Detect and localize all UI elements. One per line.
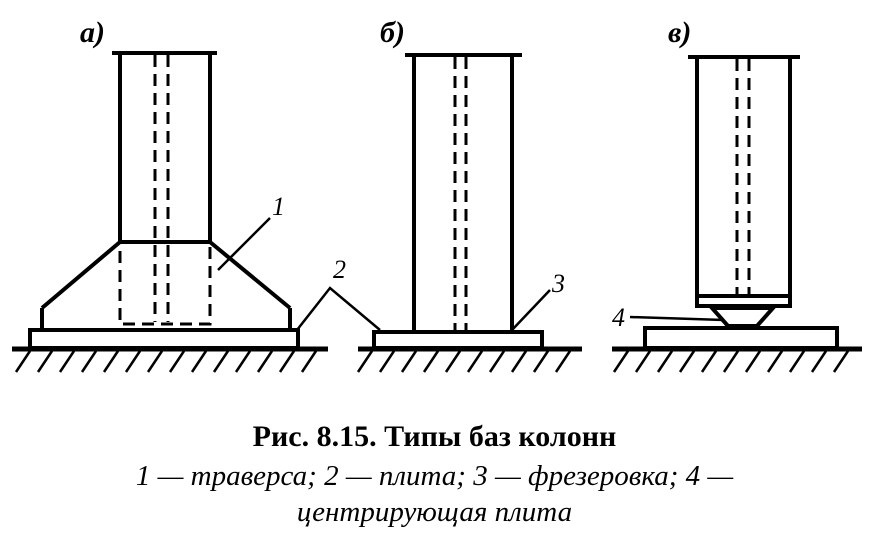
variant-a-ground xyxy=(12,346,328,373)
figure-caption: Рис. 8.15. Типы баз колонн 1 — траверса;… xyxy=(0,418,869,530)
callout-1: 1 xyxy=(272,192,285,221)
variant-a-label: а) xyxy=(80,16,105,49)
callout-4-leader xyxy=(629,315,725,322)
variant-a-base-plate xyxy=(28,328,300,350)
callout-4: 4 xyxy=(612,303,625,332)
variant-b-column xyxy=(405,53,522,332)
callout-2-group: 2 xyxy=(296,255,381,331)
variant-c-column xyxy=(688,55,800,308)
column-bases-diagram: а) xyxy=(12,16,862,373)
variant-b: б) 3 xyxy=(356,16,582,373)
variant-c-centering-plate xyxy=(707,306,778,328)
variant-c: в) 4 xyxy=(612,16,862,373)
callout-3-leader xyxy=(511,289,551,331)
callout-1-leader xyxy=(217,217,271,271)
variant-c-label: в) xyxy=(668,16,691,49)
variant-a: а) xyxy=(12,16,328,373)
callout-2: 2 xyxy=(333,255,346,284)
variant-b-ground xyxy=(356,346,582,373)
caption-title: Рис. 8.15. Типы баз колонн xyxy=(252,420,617,453)
variant-b-label: б) xyxy=(380,16,405,49)
variant-c-base-plate xyxy=(643,326,839,350)
callout-2-leader xyxy=(296,286,381,331)
variant-a-traverse xyxy=(40,240,292,330)
variant-a-column xyxy=(112,51,217,326)
caption-legend: 1 — траверса; 2 — плита; 3 — фрезеровка;… xyxy=(135,460,734,528)
variant-b-base-plate xyxy=(372,330,544,350)
callout-3: 3 xyxy=(551,269,565,298)
variant-c-ground xyxy=(612,346,862,373)
